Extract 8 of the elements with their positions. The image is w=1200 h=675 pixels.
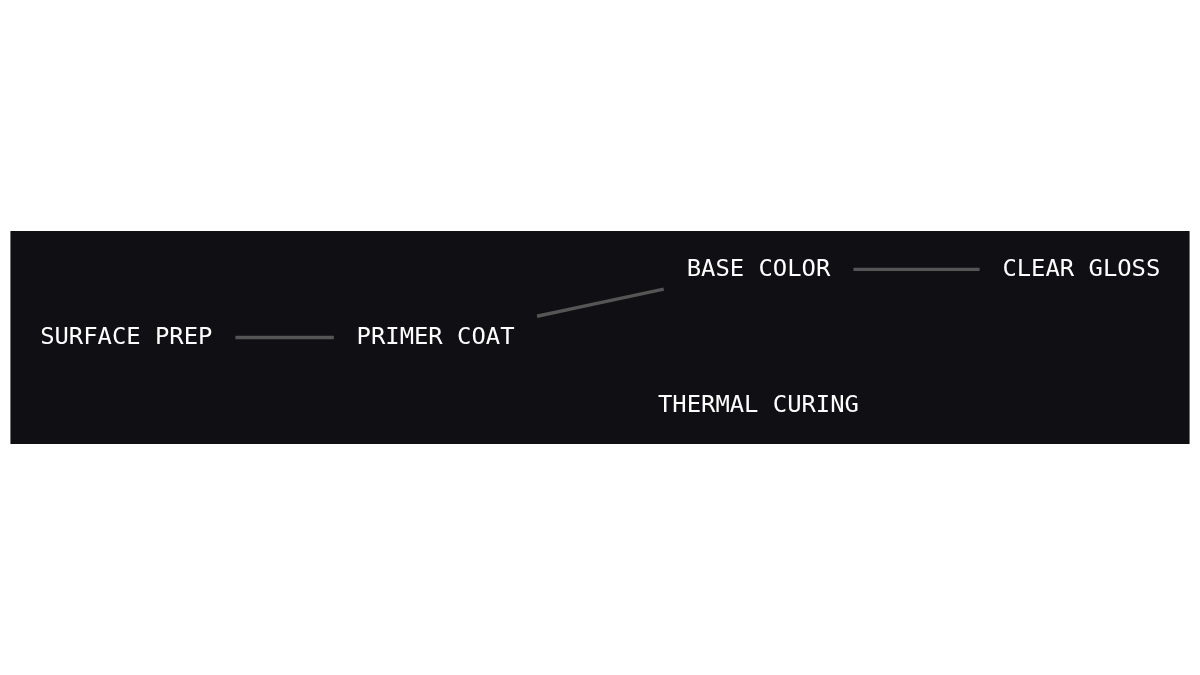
connector <box>235 335 334 340</box>
connector <box>536 287 665 318</box>
node-text: CLEAR GLOSS <box>1002 253 1161 282</box>
node-text: SURFACE PREP <box>40 321 213 350</box>
node-text: PRIMER COAT <box>356 321 515 350</box>
node-text: THERMAL CURING <box>657 389 859 418</box>
connector <box>853 267 980 272</box>
node-text: BASE COLOR <box>686 253 831 282</box>
